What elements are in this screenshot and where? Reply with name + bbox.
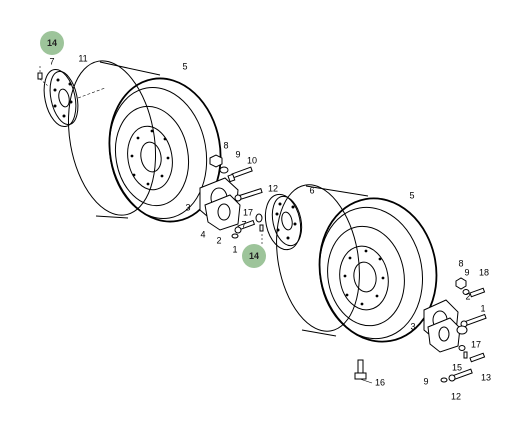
wheel-rim-upper bbox=[67, 60, 222, 223]
small-parts-mid bbox=[231, 213, 264, 244]
label-4: 4 bbox=[200, 229, 206, 240]
label-1-mid: 1 bbox=[232, 244, 238, 255]
wheel-rim-lower bbox=[276, 184, 438, 343]
oring-2-right bbox=[456, 325, 468, 335]
label-7-mid: 7 bbox=[241, 219, 247, 230]
label-9-bottom: 9 bbox=[423, 376, 429, 387]
label-15: 15 bbox=[451, 362, 463, 373]
hub-plate-top-left bbox=[43, 68, 106, 128]
label-1-right: 1 bbox=[480, 303, 486, 314]
hub-3-right bbox=[423, 299, 461, 353]
label-10: 10 bbox=[246, 155, 258, 166]
label-5-top: 5 bbox=[182, 61, 188, 72]
label-9-right: 9 bbox=[464, 267, 470, 278]
callout-middle: 14 bbox=[242, 244, 266, 268]
nut-8-mid bbox=[209, 154, 223, 168]
hub-3-mid bbox=[199, 177, 241, 231]
bolt-12-mid bbox=[234, 187, 263, 202]
callout-top-left-label: 14 bbox=[46, 38, 57, 48]
label-13: 13 bbox=[480, 372, 492, 383]
washer-9-mid bbox=[219, 166, 229, 174]
label-12-bottom: 12 bbox=[450, 391, 462, 402]
label-3-right: 3 bbox=[410, 321, 416, 332]
nut-8-right bbox=[455, 277, 467, 290]
label-18: 18 bbox=[478, 267, 490, 278]
small-parts-right bbox=[440, 345, 486, 383]
label-9-mid: 9 bbox=[235, 149, 241, 160]
callout-middle-label: 14 bbox=[248, 251, 259, 261]
label-2-right: 2 bbox=[465, 291, 471, 302]
bolt-10 bbox=[227, 166, 253, 183]
stud-bolt-top-left bbox=[37, 66, 49, 87]
label-6: 6 bbox=[309, 185, 315, 196]
label-12-mid: 12 bbox=[267, 183, 279, 194]
washer-9-right bbox=[462, 289, 470, 295]
label-11: 11 bbox=[78, 53, 88, 64]
callout-top-left: 14 bbox=[40, 31, 64, 55]
label-8-right: 8 bbox=[458, 258, 464, 269]
bolt-18 bbox=[469, 287, 486, 298]
label-8-mid: 8 bbox=[223, 140, 229, 151]
hub-plate-6 bbox=[264, 193, 303, 251]
label-2-mid: 2 bbox=[216, 235, 222, 246]
label-17-mid: 17 bbox=[242, 207, 254, 218]
label-17-right: 17 bbox=[470, 339, 482, 350]
label-7-top: 7 bbox=[49, 56, 55, 67]
label-5-right: 5 bbox=[409, 190, 415, 201]
bolt-1-right bbox=[460, 313, 487, 328]
label-16: 16 bbox=[374, 377, 386, 388]
label-3-mid: 3 bbox=[185, 202, 191, 213]
valve-16 bbox=[354, 359, 373, 384]
